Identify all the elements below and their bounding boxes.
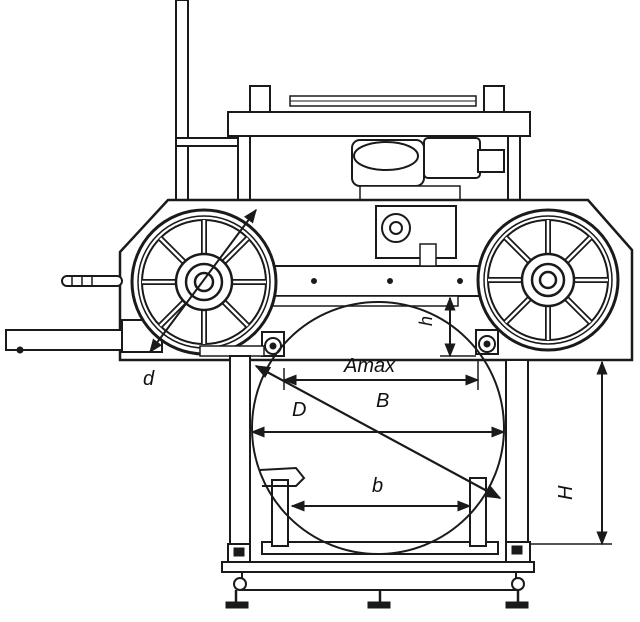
label-b: b — [372, 475, 383, 497]
label-D: D — [292, 399, 306, 421]
label-H: H — [555, 485, 577, 500]
dimension-d-line — [149, 208, 257, 354]
dimension-lines — [149, 208, 612, 546]
label-B: B — [376, 390, 389, 412]
label-Amax: Amax — [343, 355, 396, 377]
label-h: h — [416, 316, 436, 326]
left-wheel — [130, 208, 278, 356]
right-wheel — [476, 208, 620, 352]
upper-carriage — [227, 85, 531, 203]
engine — [351, 137, 505, 201]
label-d: d — [143, 368, 155, 390]
dimension-D-line — [254, 365, 502, 499]
